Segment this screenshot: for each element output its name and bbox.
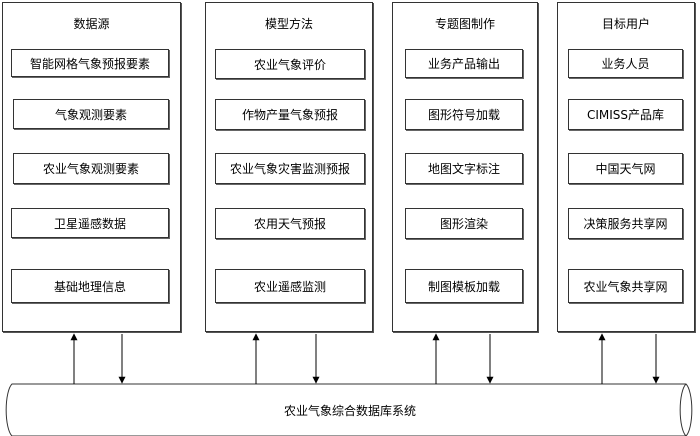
item-disaster-forecast: 农业气象灾害监测预报 <box>215 153 365 184</box>
panel-title-data-source: 数据源 <box>73 17 110 31</box>
panel-title-model-method: 模型方法 <box>264 17 313 31</box>
panel-model-method: 模型方法 农业气象评价 作物产量气象预报 农业气象灾害监测预报 农用天气预报 农… <box>205 2 373 332</box>
panel-title-thematic-map: 专题图制作 <box>434 17 495 31</box>
item-agri-assessment: 农业气象评价 <box>215 49 365 79</box>
item-rendering: 图形渲染 <box>405 208 523 239</box>
item-map-labeling: 地图文字标注 <box>405 153 523 184</box>
item-cimiss: CIMISS产品库 <box>568 99 683 130</box>
panel-title-target-users: 目标用户 <box>601 17 650 31</box>
item-agri-share: 农业气象共享网 <box>568 269 683 303</box>
panel-thematic-map: 专题图制作 业务产品输出 图形符号加载 地图文字标注 图形渲染 制图模板加载 <box>392 2 538 332</box>
item-agri-weather-forecast: 农用天气预报 <box>215 208 365 239</box>
item-satellite-data: 卫星遥感数据 <box>11 208 169 238</box>
item-product-output: 业务产品输出 <box>405 49 523 78</box>
database-label: 农业气象综合数据库系统 <box>283 404 416 418</box>
panel-target-users: 目标用户 业务人员 CIMISS产品库 中国天气网 决策服务共享网 农业气象共享… <box>557 2 695 332</box>
item-template-loading: 制图模板加载 <box>405 269 523 303</box>
item-remote-monitoring: 农业遥感监测 <box>215 269 365 303</box>
item-met-observation: 气象观测要素 <box>13 99 169 129</box>
item-agri-observation: 农业气象观测要素 <box>13 153 169 184</box>
item-grid-forecast: 智能网格气象预报要素 <box>11 49 169 77</box>
item-yield-forecast: 作物产量气象预报 <box>215 99 365 130</box>
item-symbol-loading: 图形符号加载 <box>405 99 523 130</box>
database-cylinder <box>5 383 693 436</box>
panel-data-source: 数据源 智能网格气象预报要素 气象观测要素 农业气象观测要素 卫星遥感数据 基础… <box>2 2 181 332</box>
item-china-weather: 中国天气网 <box>568 153 683 184</box>
item-geo-info: 基础地理信息 <box>11 269 169 303</box>
item-staff: 业务人员 <box>568 49 683 78</box>
item-decision-share: 决策服务共享网 <box>568 208 683 239</box>
